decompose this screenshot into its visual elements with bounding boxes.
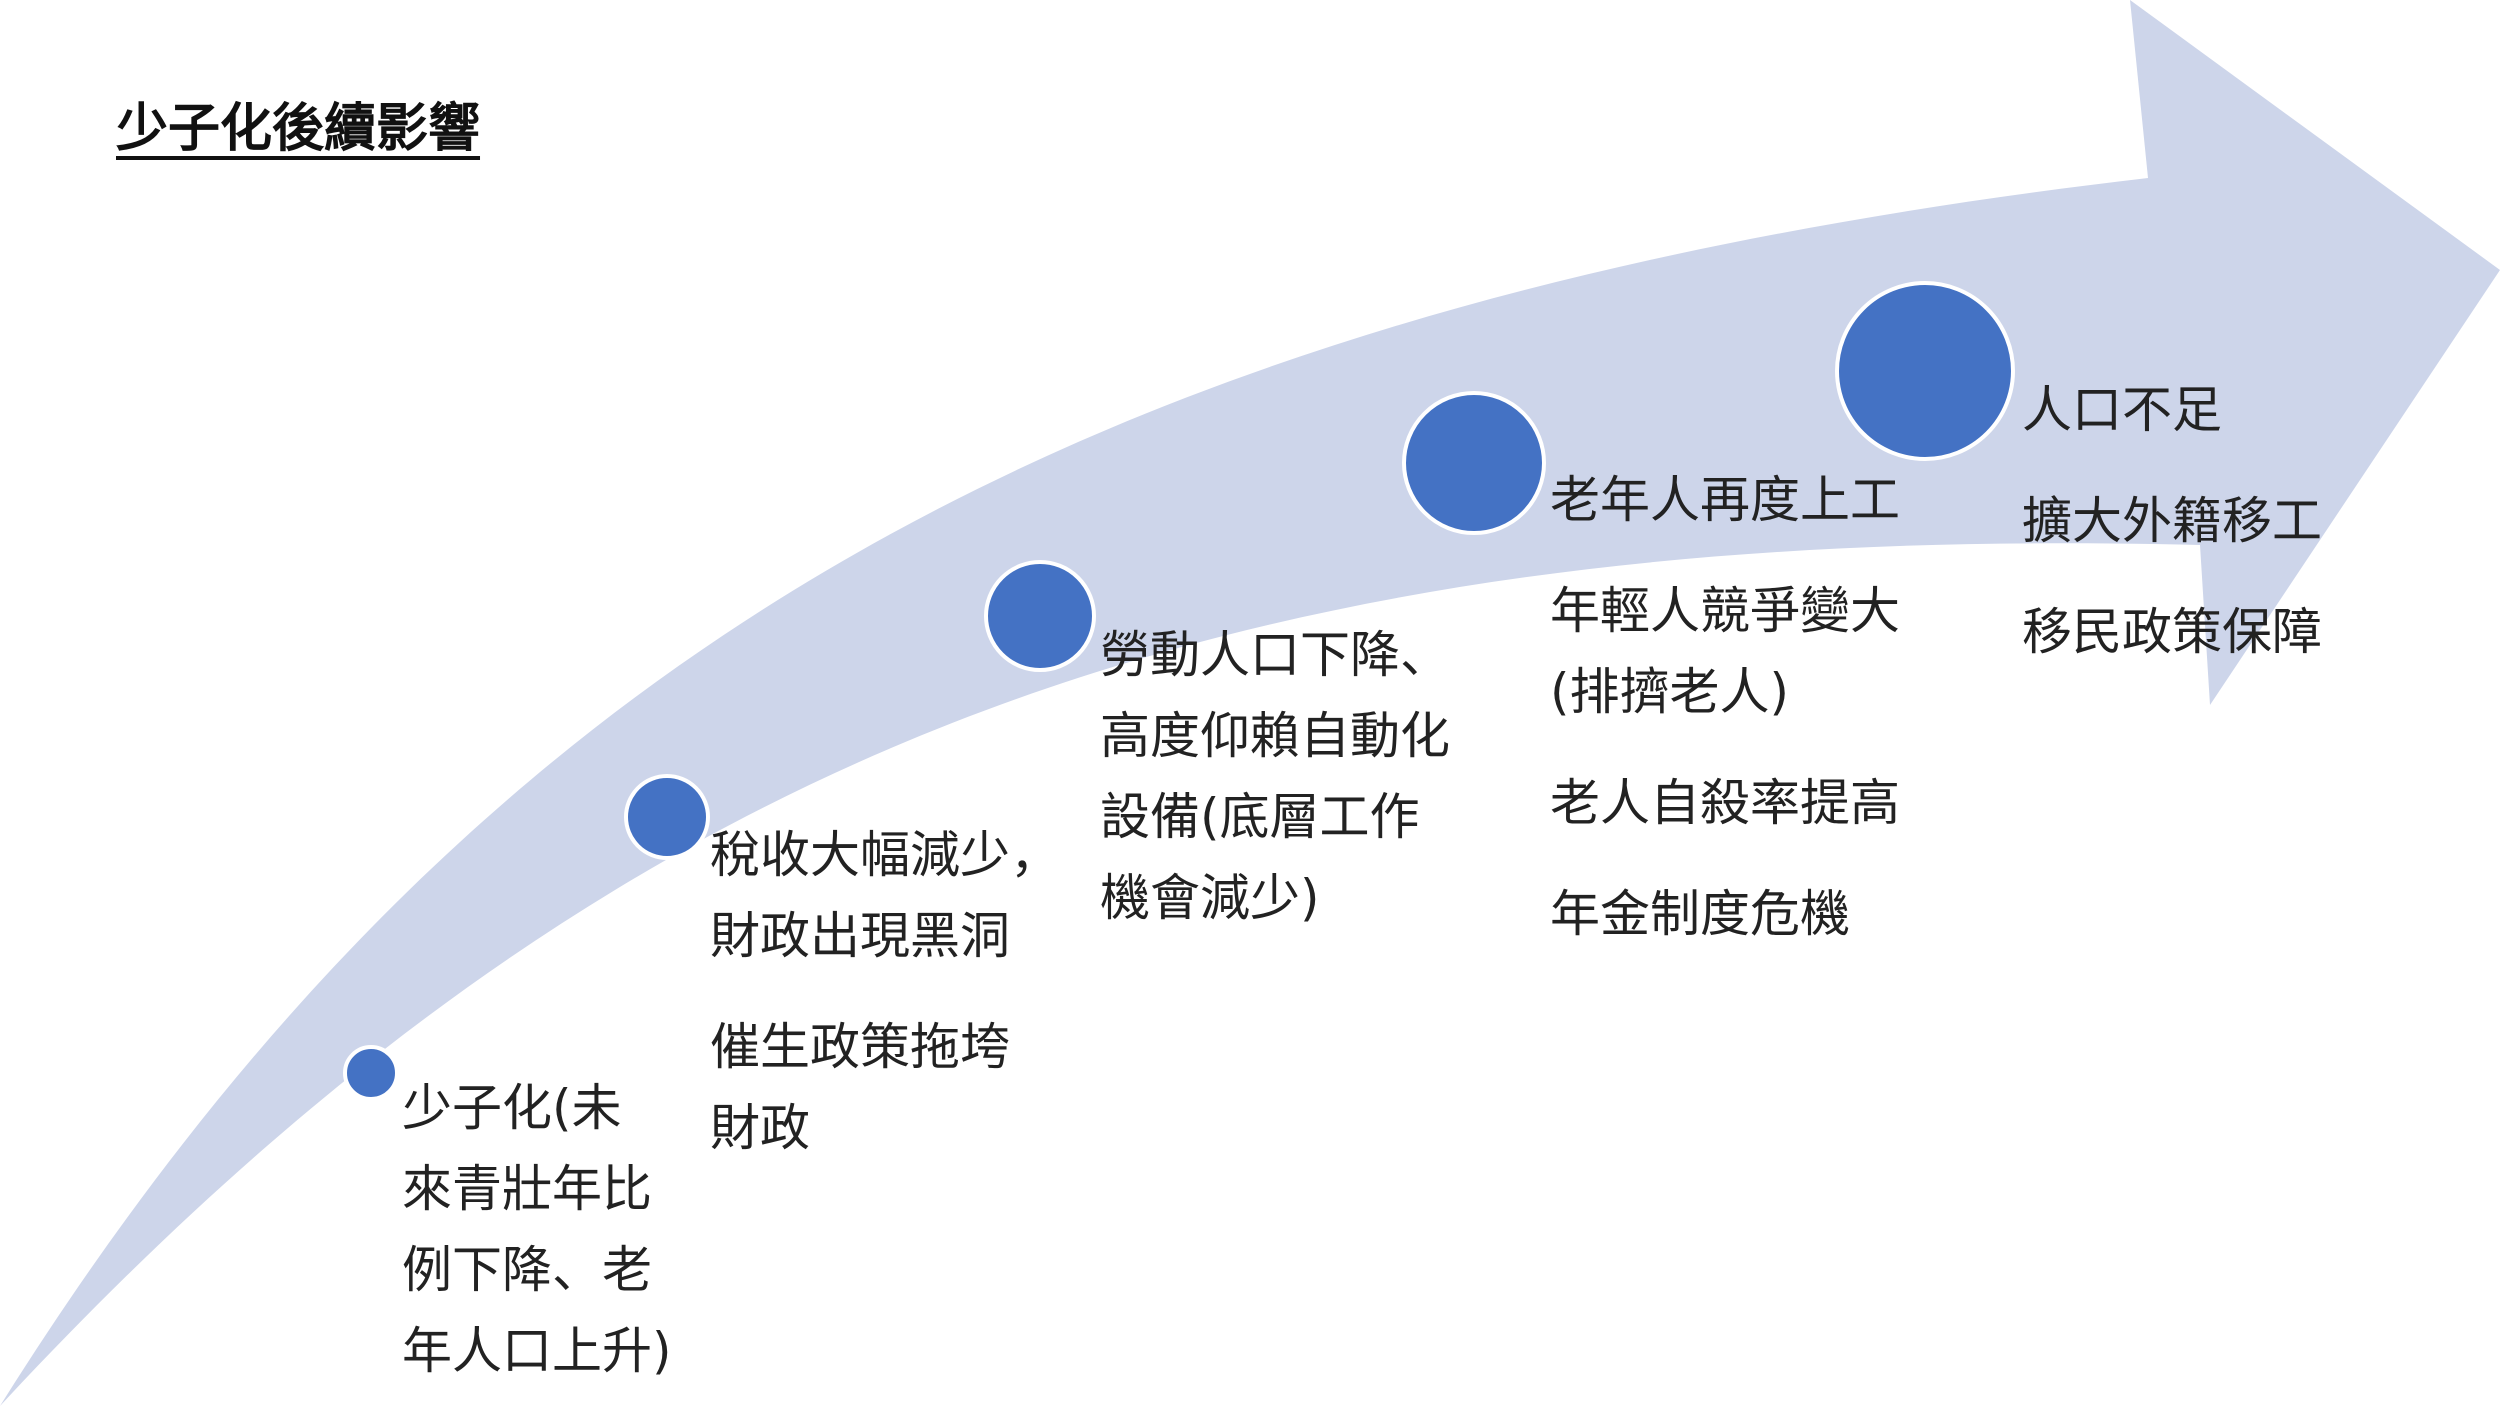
diagram-title: 少子化後續影響 xyxy=(116,99,481,159)
stage-5-block-1: 人口不足 xyxy=(2022,370,2322,451)
stage-1-line: 少子化(未 xyxy=(402,1079,622,1137)
stage-4-block-3: 老人自殺率提高 xyxy=(1550,763,1900,844)
stage-node-4 xyxy=(1402,391,1546,535)
stage-1-text: 少子化(未 來青壯年比 例下降、老 年人口上升) xyxy=(402,1068,672,1422)
stage-4-line: 年金制度危機 xyxy=(1550,885,1850,943)
stage-4-line: 年輕人競爭變大 xyxy=(1550,582,1900,640)
stage-3-line: 機會減少) xyxy=(1100,869,1320,927)
stage-3-text: 勞動人口下降、 高度仰賴自動化 設備(底層工作 機會減少) xyxy=(1100,615,1450,969)
stage-node-3 xyxy=(984,560,1096,672)
stage-4-line: (排擠老人) xyxy=(1550,663,1790,721)
stage-2-text: 稅收大幅減少， 財政出現黑洞 催生政策拖垮 財政 xyxy=(710,815,1060,1199)
stage-1-line: 例下降、老 xyxy=(402,1241,652,1299)
stage-node-5 xyxy=(1835,281,2015,461)
stage-node-2 xyxy=(624,774,710,860)
stage-5-block-3: 移民政策保障 xyxy=(2022,592,2322,673)
stage-2-block-1: 稅收大幅減少， 財政出現黑洞 xyxy=(710,815,1060,977)
stage-node-1 xyxy=(343,1045,399,1101)
stage-1-line: 年人口上升) xyxy=(402,1322,672,1380)
stage-5-line: 移民政策保障 xyxy=(2022,603,2322,661)
stage-2-line: 稅收大幅減少， xyxy=(710,826,1060,884)
stage-3-line: 勞動人口下降、 xyxy=(1100,626,1450,684)
stage-1-block-1: 少子化(未 來青壯年比 例下降、老 年人口上升) xyxy=(402,1068,672,1392)
stage-1-line: 來青壯年比 xyxy=(402,1160,652,1218)
stage-5-line: 人口不足 xyxy=(2022,381,2222,439)
stage-3-line: 高度仰賴自動化 xyxy=(1100,707,1450,765)
stage-2-line: 催生政策拖垮 xyxy=(710,1018,1010,1076)
stage-4-line: 老人自殺率提高 xyxy=(1550,774,1900,832)
stage-2-line: 財政 xyxy=(710,1099,810,1157)
stage-5-line: 擴大外籍移工 xyxy=(2022,492,2322,550)
stage-5-block-2: 擴大外籍移工 xyxy=(2022,481,2322,562)
stage-4-block-1: 老年人再度上工 xyxy=(1550,460,1900,541)
stage-2-block-2: 催生政策拖垮 財政 xyxy=(710,1007,1060,1169)
stage-3-block-1: 勞動人口下降、 高度仰賴自動化 設備(底層工作 機會減少) xyxy=(1100,615,1450,939)
stage-4-block-4: 年金制度危機 xyxy=(1550,874,1900,955)
stage-5-text: 人口不足 擴大外籍移工 移民政策保障 xyxy=(2022,370,2322,703)
stage-4-block-2: 年輕人競爭變大 (排擠老人) xyxy=(1550,571,1900,733)
stage-4-text: 老年人再度上工 年輕人競爭變大 (排擠老人) 老人自殺率提高 年金制度危機 xyxy=(1550,460,1900,985)
stage-2-line: 財政出現黑洞 xyxy=(710,907,1010,965)
stage-4-line: 老年人再度上工 xyxy=(1550,471,1900,529)
stage-3-line: 設備(底層工作 xyxy=(1100,788,1420,846)
